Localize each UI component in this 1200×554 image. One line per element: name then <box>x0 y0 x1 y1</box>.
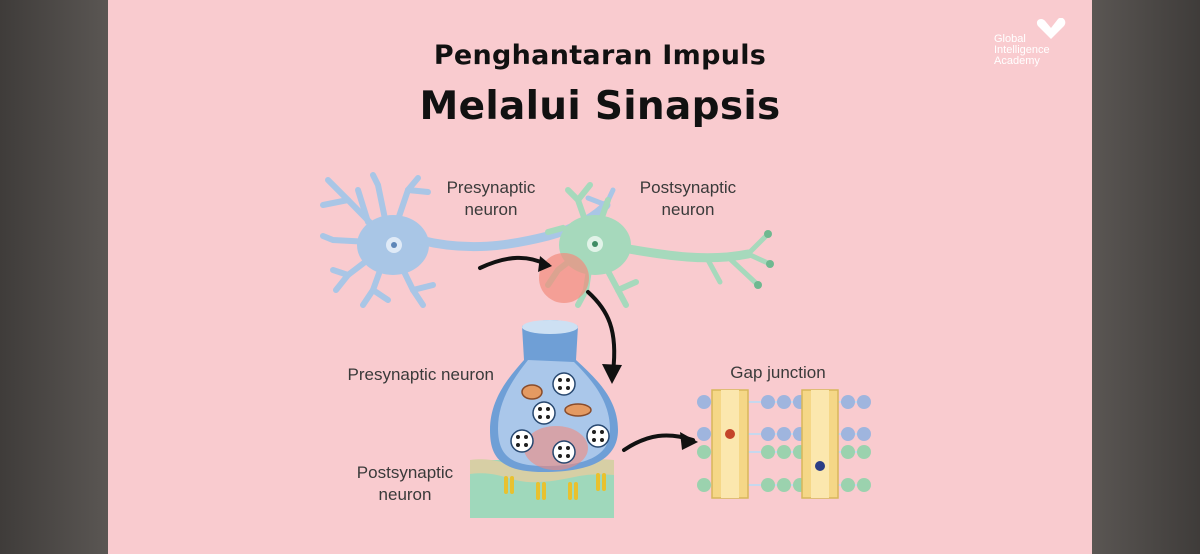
label-presynaptic-top: Presynaptic neuron <box>446 178 536 219</box>
gap-junction-illustration <box>697 389 871 499</box>
right-border <box>1092 0 1200 554</box>
synapse-highlight <box>539 253 589 303</box>
slide: Penghantaran Impuls Melalui Sinapsis Glo… <box>108 0 1092 554</box>
label-presynaptic-zoom: Presynaptic neuron <box>347 365 494 384</box>
label-postsynaptic-zoom: Postsynaptic neuron <box>356 463 454 504</box>
presynaptic-neuron-illustration <box>320 172 616 308</box>
label-gap-junction: Gap junction <box>730 363 826 382</box>
heart-logo-icon <box>1037 18 1066 39</box>
synapse-zoom-illustration <box>470 320 618 518</box>
label-postsynaptic-top: Postsynaptic neuron <box>639 178 737 219</box>
synapse-diagram <box>320 172 871 518</box>
slide-title-line1: Penghantaran Impuls <box>433 40 767 71</box>
arrow-to-zoom <box>586 290 617 374</box>
logo-text: Global Intelligence Academy <box>994 33 1050 67</box>
slide-title-line2: Melalui Sinapsis <box>419 84 781 129</box>
arrow-to-synapse <box>478 255 550 270</box>
left-border <box>0 0 108 554</box>
